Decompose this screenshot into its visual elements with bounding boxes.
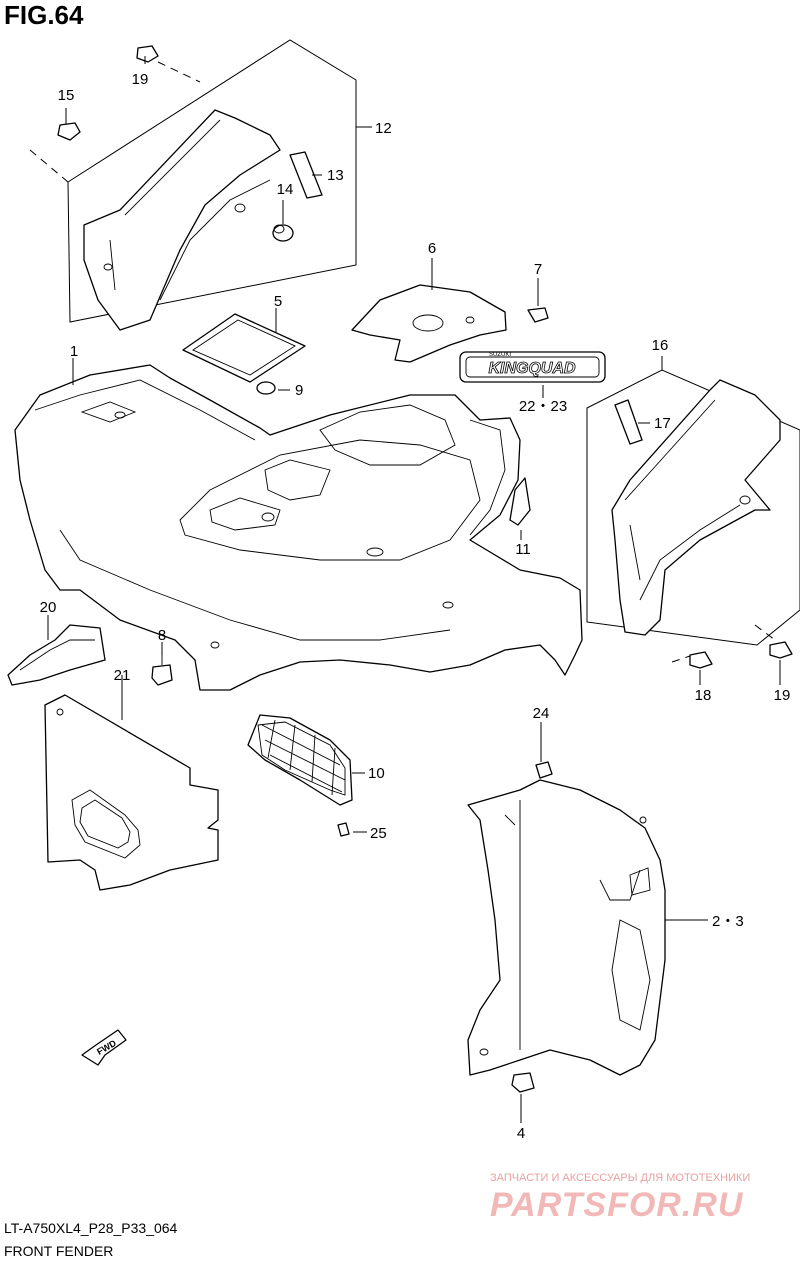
watermark-tagline: ЗАПЧАСТИ И АКСЕССУАРЫ ДЛЯ МОТОТЕХНИКИ <box>490 1172 751 1184</box>
part-11-tab[interactable] <box>509 477 531 526</box>
figure-title: FIG.64 <box>4 0 84 30</box>
part-17-clip[interactable] <box>614 399 643 445</box>
part-12-inner-panel[interactable] <box>83 109 281 331</box>
part-25-screw[interactable] <box>337 822 350 837</box>
callout-16: 16 <box>652 337 669 354</box>
watermark-logo: PARTSFOR.RU <box>490 1186 744 1224</box>
callout-7: 7 <box>534 261 542 278</box>
leader-lines <box>47 56 781 1123</box>
callout-19-upper: 19 <box>132 71 149 88</box>
callout-11: 11 <box>515 541 531 558</box>
fwd-arrow-icon: FWD <box>81 1029 127 1066</box>
group-box-16 <box>586 356 800 663</box>
part-16-inner-panel[interactable] <box>611 379 781 636</box>
callout-14: 14 <box>277 181 294 198</box>
part-13-clip[interactable] <box>289 151 323 199</box>
part-24-screw[interactable] <box>535 761 553 779</box>
part-10-grille[interactable] <box>247 714 353 806</box>
callout-13: 13 <box>327 167 344 184</box>
callout-19-lower: 19 <box>774 687 791 704</box>
part-21-panel[interactable] <box>44 694 219 891</box>
badge-model-text: KINGQUAD <box>488 360 576 377</box>
part-19-clip-lower[interactable] <box>769 641 793 659</box>
part-8-bolt[interactable] <box>151 655 173 686</box>
part-5-plate[interactable] <box>182 313 306 383</box>
callout-6: 6 <box>428 240 436 257</box>
part-14-grommet[interactable] <box>272 224 294 242</box>
part-1-front-fender[interactable] <box>14 364 583 691</box>
part-15-clip[interactable] <box>57 122 81 141</box>
part-20-guard[interactable] <box>7 624 106 686</box>
callout-18: 18 <box>695 687 712 704</box>
part-7-screw[interactable] <box>527 307 549 323</box>
callout-2-3: 2・3 <box>712 913 744 930</box>
callout-10: 10 <box>368 765 385 782</box>
callout-8: 8 <box>158 627 166 644</box>
model-code: LT-A750XL4_P28_P33_064 <box>4 1220 178 1236</box>
callout-21: 21 <box>114 667 131 684</box>
callout-12: 12 <box>375 120 392 137</box>
part-4-bolt[interactable] <box>511 1072 535 1093</box>
callout-17: 17 <box>654 415 671 432</box>
callout-15: 15 <box>58 87 75 104</box>
part-6-upper-cover[interactable] <box>351 284 507 363</box>
part-19-clip-upper[interactable] <box>136 45 159 63</box>
part-2-3-side-panel[interactable] <box>467 779 666 1076</box>
part-18-clip[interactable] <box>689 651 713 669</box>
callout-24: 24 <box>533 705 550 722</box>
kingquad-badge[interactable]: KINGQUAD SUZUKI <box>459 351 606 383</box>
callout-5: 5 <box>274 293 282 310</box>
callout-20: 20 <box>40 599 57 616</box>
callout-numbers: 19 15 12 13 14 6 7 5 16 1 9 22・23 17 11 … <box>40 71 791 1142</box>
badge-brand-text: SUZUKI <box>489 352 511 358</box>
callout-25: 25 <box>370 825 387 842</box>
callout-9: 9 <box>295 382 303 399</box>
group-box-12 <box>29 39 372 323</box>
figure-caption: FRONT FENDER <box>4 1243 114 1259</box>
callout-22-23: 22・23 <box>519 398 567 415</box>
part-9-grommet[interactable] <box>256 381 276 395</box>
callout-1: 1 <box>70 343 78 360</box>
callout-4: 4 <box>517 1125 525 1142</box>
